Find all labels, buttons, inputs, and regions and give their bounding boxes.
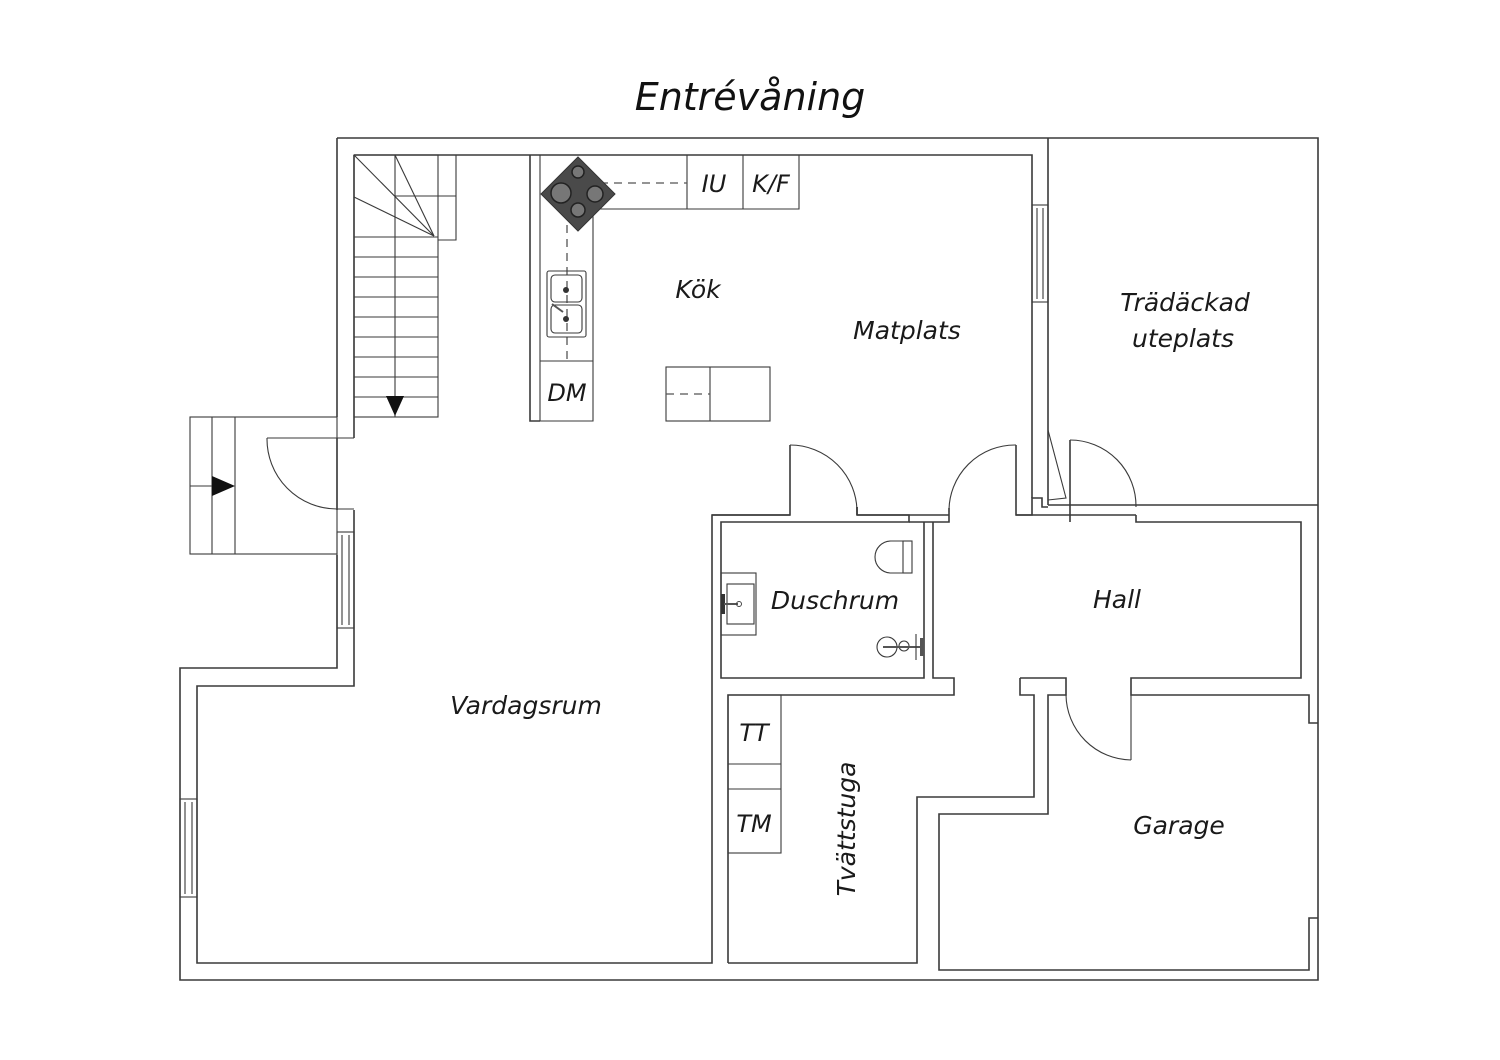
room-label-laundry: Tvättstuga <box>832 762 861 897</box>
washbasin-icon <box>720 572 757 636</box>
window-west-lower <box>179 798 198 898</box>
shower-head-icon <box>876 634 924 660</box>
room-label-living: Vardagsrum <box>450 691 602 720</box>
hall-door-deck[interactable] <box>1047 429 1137 508</box>
hall-door-kitchen[interactable] <box>948 444 1017 513</box>
room-label-hall: Hall <box>1093 585 1141 614</box>
shower-room-door[interactable] <box>789 444 858 513</box>
sink-icon <box>546 270 587 338</box>
room-label-kitchen: Kök <box>675 275 722 304</box>
entrance-door[interactable] <box>266 437 354 510</box>
room-label-dining: Matplats <box>853 316 961 345</box>
entrance-steps <box>189 416 338 555</box>
staircase <box>353 154 457 418</box>
stove-icon <box>540 156 616 232</box>
freezer-label: IU <box>702 170 727 198</box>
dishwasher-label: DM <box>547 379 586 407</box>
kitchen-island <box>665 366 771 422</box>
plan-title: Entrévåning <box>635 75 866 119</box>
window-east <box>1031 204 1049 303</box>
room-label-shower: Duschrum <box>771 586 899 615</box>
hall-walls <box>933 440 1318 724</box>
washer-label: TM <box>736 810 772 838</box>
laundry-appliances <box>727 694 782 854</box>
garage-door[interactable] <box>1065 694 1132 761</box>
stair-direction-arrow-icon <box>386 396 404 416</box>
entrance-arrow-icon <box>212 476 235 496</box>
toilet-icon <box>874 540 913 574</box>
fridge-freezer-label: K/F <box>752 170 791 198</box>
room-label-deck-line2: uteplats <box>1132 324 1234 353</box>
room-label-deck-line1: Trädäckad <box>1120 288 1250 317</box>
dryer-label: TT <box>739 719 771 747</box>
window-west-upper <box>336 531 355 629</box>
outer-walls <box>179 137 1319 981</box>
garage-walls <box>728 677 1318 971</box>
room-label-garage: Garage <box>1133 811 1225 840</box>
